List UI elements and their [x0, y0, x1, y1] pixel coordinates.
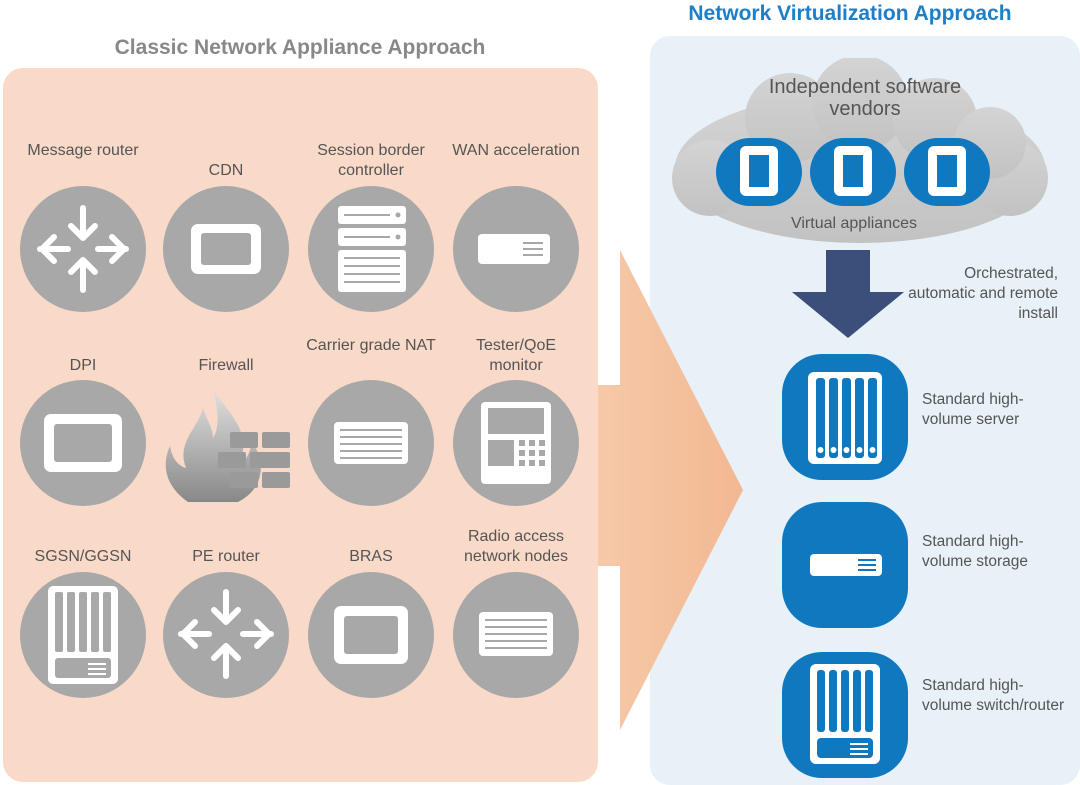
router-arrows-icon	[178, 589, 274, 679]
virtualization-approach-title: Network Virtualization Approach	[688, 2, 1012, 25]
appliance-label-firewall: Firewall	[198, 357, 254, 374]
transition-arrow-icon	[598, 250, 743, 730]
install-label: Orchestrated, automatic and remote insta…	[908, 265, 1058, 322]
appliance-label-wan-acceleration: WAN acceleration	[452, 142, 580, 159]
virtual-appliance-icon	[740, 146, 778, 196]
appliance-label-bras: BRAS	[349, 548, 393, 565]
appliance-label-message-router: Message router	[27, 142, 139, 159]
box-icon	[334, 606, 408, 664]
carrier-grade-nat-node	[308, 380, 434, 506]
virtual-appliance-2	[810, 138, 896, 206]
dpi-node	[20, 380, 146, 506]
appliance-label-dpi: DPI	[69, 357, 97, 374]
blade-server-icon	[48, 586, 118, 684]
cdn-node	[163, 186, 289, 312]
rack-unit-icon	[479, 612, 553, 656]
appliance-label-tester-qoe-monitor: Tester/QoE monitor	[475, 337, 557, 374]
box-icon	[191, 224, 261, 274]
standard-server-node	[782, 354, 908, 480]
appliance-label-session-border-controller: Session border controller	[317, 142, 425, 179]
tester-qoe-monitor-node	[453, 380, 579, 506]
appliance-label-radio-access-network-nodes: Radio access network nodes	[463, 528, 569, 565]
virtual-appliance-icon	[928, 146, 966, 196]
blade-switch-icon	[810, 664, 880, 764]
appliance-label-sgsn-ggsn: SGSN/GGSN	[34, 548, 132, 565]
classic-approach-title: Classic Network Appliance Approach	[114, 36, 486, 59]
appliance-label-carrier-grade-nat: Carrier grade NAT	[306, 337, 436, 354]
appliance-label-cdn: CDN	[208, 162, 244, 179]
storage-icon	[810, 554, 882, 576]
sgsn-ggsn-node	[20, 572, 146, 698]
virtual-appliance-3	[904, 138, 990, 206]
standard-storage-node	[782, 502, 908, 628]
appliance-label-pe-router: PE router	[192, 548, 260, 565]
standard-server-label: Standard high-volume server	[922, 391, 1024, 428]
message-router-node	[20, 186, 146, 312]
pe-router-node	[163, 572, 289, 698]
firewall-icon	[165, 390, 290, 502]
standard-switch-router-node	[782, 652, 908, 778]
bras-node	[308, 572, 434, 698]
virtual-appliance-1	[716, 138, 802, 206]
router-arrows-icon	[37, 205, 129, 293]
blade-server-icon	[808, 372, 882, 464]
cloud-label: Independent software vendors	[768, 76, 962, 120]
small-server-icon	[478, 234, 550, 264]
radio-access-network-nodes-node	[453, 572, 579, 698]
rack-unit-icon	[334, 422, 408, 464]
virtual-appliances-label: Virtual appliances	[790, 215, 917, 232]
virtual-appliance-icon	[834, 146, 872, 196]
install-arrow-icon	[792, 250, 904, 338]
standard-switch-router-label: Standard high-volume switch/router	[922, 677, 1065, 714]
session-border-controller-node	[308, 186, 434, 312]
wan-acceleration-node	[453, 186, 579, 312]
tester-icon	[481, 402, 551, 484]
standard-storage-label: Standard high-volume storage	[922, 533, 1028, 570]
stacked-server-icon	[338, 206, 406, 292]
box-icon	[44, 414, 122, 472]
